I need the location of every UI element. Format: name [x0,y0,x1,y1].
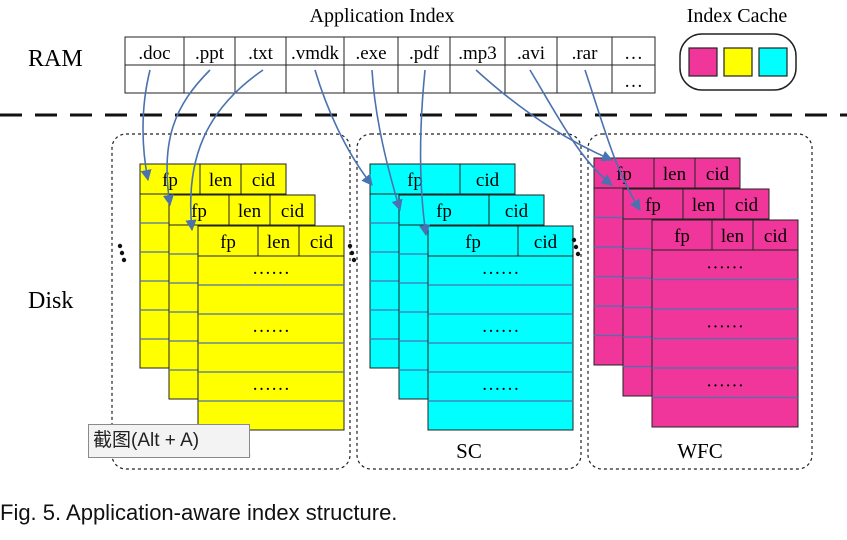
cache-swatch-wfc [688,47,718,77]
field-len: len [267,232,291,253]
app-column-doc: .doc [138,43,170,64]
ellipsis-row: …… [482,258,520,279]
app-column-ppt: .ppt [195,43,225,64]
index-arrow-tsc [185,69,264,232]
cache-swatch-sc [758,47,788,77]
index-arrow-sc [419,69,431,237]
field-len: len [209,170,233,191]
wfc-more-pages-dots [571,237,581,257]
field-fp: fp [674,226,690,247]
index-arrow-wfc [529,69,613,186]
field-cid: cid [476,170,500,191]
app-column-avi: .avi [517,43,545,64]
wfc-region [587,133,813,470]
disk-label: Disk [28,288,73,314]
container-label-wfc: WFC [677,439,723,463]
ellipsis-row: …… [482,374,520,395]
ram-label: RAM [28,46,83,72]
field-cid: cid [706,164,730,185]
field-fp: fp [645,195,661,216]
field-len: len [692,195,716,216]
app-column-rar: .rar [572,43,599,64]
index-arrow-wfc [475,69,614,162]
sc-page-3: fp cid …… …… …… [427,225,574,431]
application-index-title: Application Index [310,5,455,27]
index-arrow-tsc [162,69,211,207]
field-cid: cid [252,170,276,191]
tsc-more-pages-dots [117,243,127,263]
cache-swatch-tsc [723,47,753,77]
field-fp: fp [191,201,207,222]
field-cid: cid [534,232,558,253]
app-column-vmdk: .vmdk [291,43,340,64]
sc-region [356,133,582,470]
field-len: len [663,164,687,185]
app-column-mp3: .mp3 [458,43,497,64]
screenshot-tooltip: 截图(Alt + A) [88,424,250,458]
field-len: len [238,201,262,222]
application-index-table: .doc .ppt .txt .vmdk .exe .pdf .mp3 .avi .rar … … [124,36,656,94]
ellipsis-row: …… [252,258,290,279]
app-column-exe: .exe [355,43,386,64]
app-column-pdf: .pdf [409,43,440,64]
figure-caption: Fig. 5. Application-aware index structur… [0,500,398,525]
ellipsis-row: …… [706,311,744,332]
ellipsis-row: …… [252,316,290,337]
index-arrow-sc [371,69,403,212]
ellipsis-row: …… [706,252,744,273]
field-cid: cid [764,226,788,247]
ellipsis-row: …… [482,316,520,337]
field-fp: fp [465,232,481,253]
tsc-region [111,133,351,470]
index-cache-title: Index Cache [687,5,788,27]
field-cid: cid [505,201,529,222]
field-cid: cid [735,195,759,216]
field-cid: cid [310,232,334,253]
app-column-txt: .txt [248,43,274,64]
index-arrow-wfc [584,69,641,211]
field-fp: fp [436,201,452,222]
sc-more-pages-dots [347,243,357,263]
index-arrow-tsc [140,69,152,182]
ellipsis-row: …… [252,374,290,395]
field-cid: cid [281,201,305,222]
container-label-sc: SC [456,439,482,463]
app-column-more-row2: … [624,71,643,92]
field-len: len [721,226,745,247]
field-fp: fp [220,232,236,253]
field-fp: fp [162,170,178,191]
index-arrow-sc [314,69,373,186]
app-column-more: … [624,43,643,64]
field-fp: fp [407,170,423,191]
ellipsis-row: …… [706,370,744,391]
field-fp: fp [616,164,632,185]
